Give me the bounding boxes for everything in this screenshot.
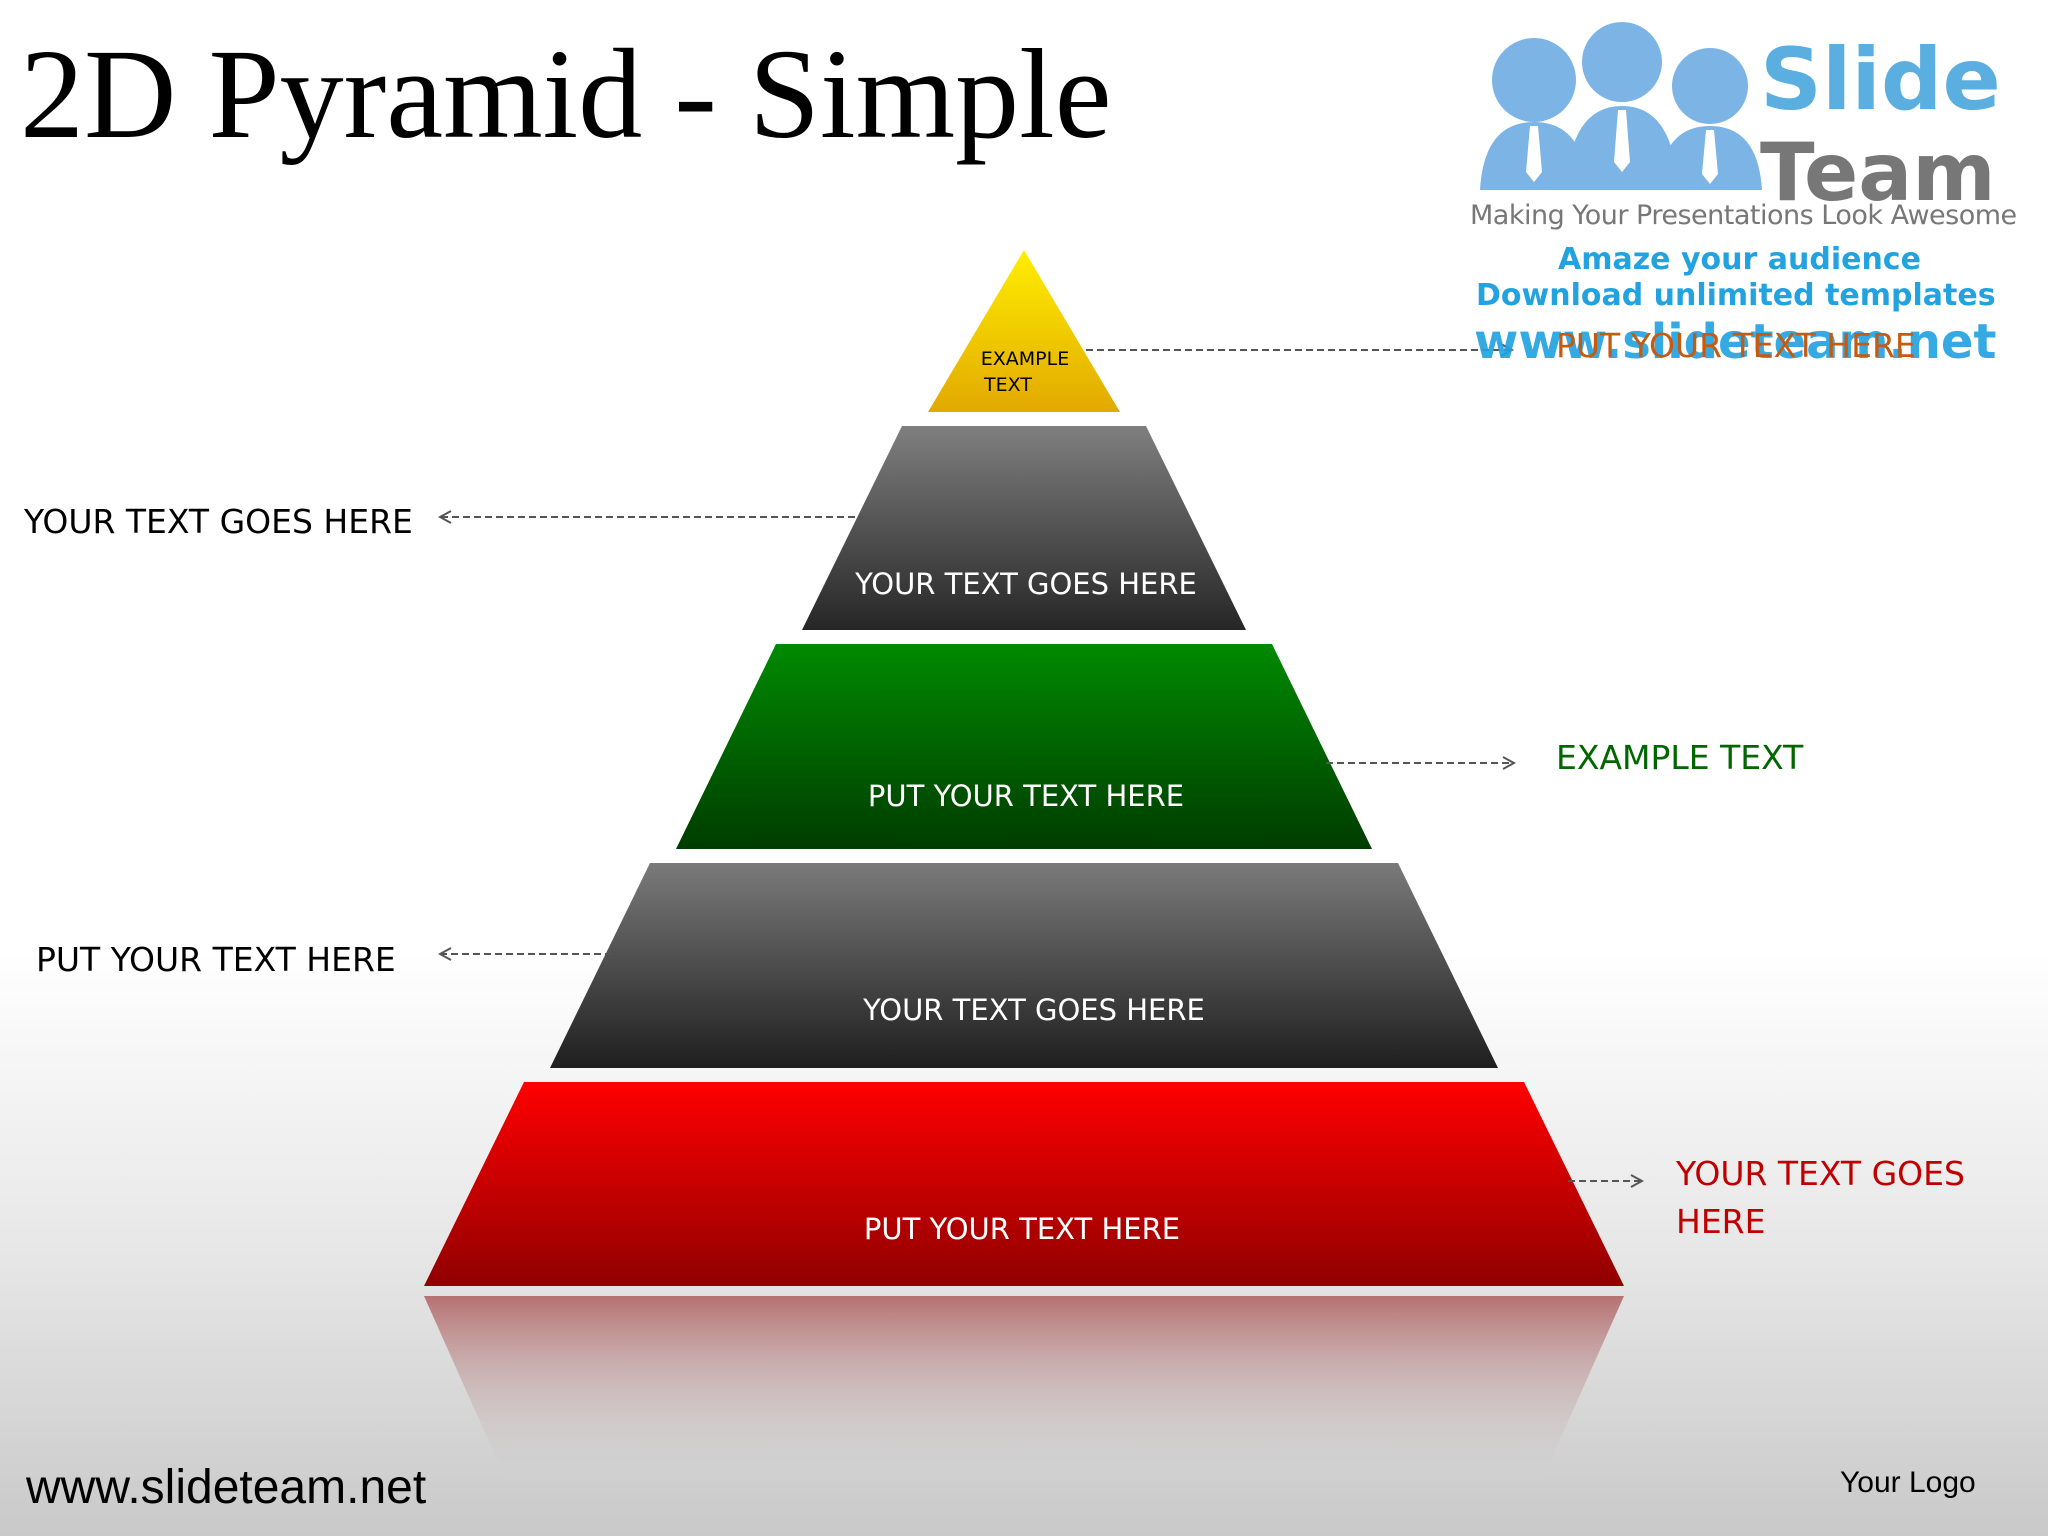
- pyramid-level-5: [424, 1082, 1624, 1286]
- watermark-brand-line2: Team: [1760, 126, 1996, 219]
- pyramid-level-1-label-line2: TEXT: [983, 374, 1032, 396]
- footer-website[interactable]: www.slideteam.net: [26, 1461, 427, 1514]
- callout-level-1-label: PUT YOUR TEXT HERE: [1556, 326, 1916, 365]
- slideteam-watermark: Slide Team Making Your Presentations Loo…: [1468, 18, 2028, 378]
- watermark-line1: Amaze your audience: [1558, 242, 1921, 277]
- callout-level-3-label: EXAMPLE TEXT: [1556, 738, 1804, 777]
- pyramid-level-4: [550, 863, 1498, 1068]
- slide-title: 2D Pyramid - Simple: [20, 23, 1112, 165]
- callout-level-4-label: PUT YOUR TEXT HERE: [36, 940, 396, 979]
- pyramid-level-4-label: YOUR TEXT GOES HERE: [862, 993, 1205, 1027]
- watermark-url: www.slideteam.net: [1474, 314, 1997, 370]
- pyramid-level-1-label-line1: EXAMPLE: [981, 348, 1069, 370]
- pyramid-reflection: [424, 1296, 1624, 1480]
- pyramid-level-1: [928, 250, 1120, 412]
- pyramid-level-3-label: PUT YOUR TEXT HERE: [868, 779, 1184, 813]
- callout-level-5-line1: YOUR TEXT GOES: [1676, 1154, 1965, 1193]
- watermark-brand-line1: Slide: [1760, 30, 2001, 130]
- callout-level-5-line2: HERE: [1676, 1201, 1766, 1241]
- pyramid-level-5-label: PUT YOUR TEXT HERE: [864, 1212, 1180, 1246]
- footer-logo-placeholder: Your Logo: [1840, 1466, 1976, 1499]
- watermark-line2: Download unlimited templates: [1476, 278, 1996, 313]
- watermark-tagline: Making Your Presentations Look Awesome: [1470, 200, 2017, 231]
- callout-level-2-label: YOUR TEXT GOES HERE: [24, 502, 413, 541]
- pyramid-level-2-label: YOUR TEXT GOES HERE: [854, 567, 1197, 601]
- pyramid-level-2: [802, 426, 1246, 630]
- pyramid-level-3: [676, 644, 1372, 849]
- callout-level-5-label: YOUR TEXT GOES HERE: [1676, 1150, 1965, 1246]
- people-logo-icon: [1480, 22, 1762, 190]
